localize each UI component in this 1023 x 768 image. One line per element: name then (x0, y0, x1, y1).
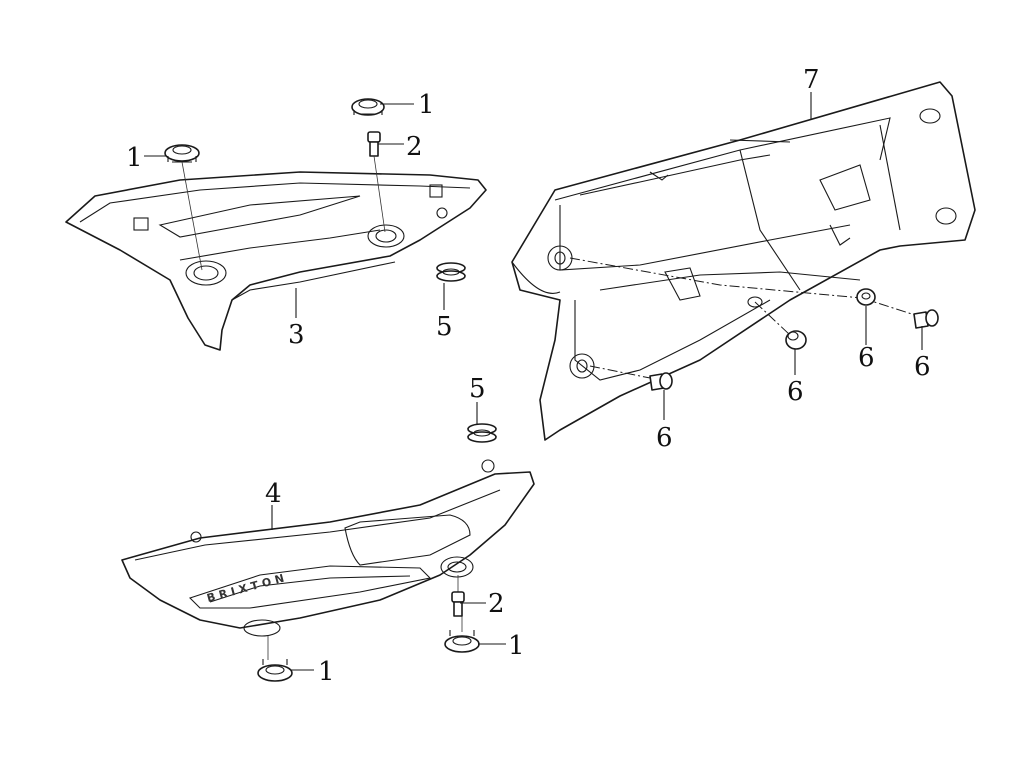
callout-cap-bottom-left: 1 (318, 657, 335, 687)
callout-fastener-c: 6 (656, 423, 673, 453)
callout-fastener-a: 6 (858, 343, 875, 373)
bolt-bottom (451, 591, 465, 617)
fastener-a (856, 288, 876, 306)
cap-top (351, 98, 385, 116)
fastener-b (785, 330, 807, 350)
callout-cap-bottom-right: 1 (508, 631, 525, 661)
cap-bottom-left (257, 659, 293, 682)
bolt-top (367, 131, 381, 157)
callout-grommet-middle: 5 (469, 374, 486, 404)
callout-bolt-top: 2 (406, 132, 423, 162)
cap-left (164, 144, 200, 163)
cap-bottom-right (444, 630, 480, 653)
callout-cap-left: 1 (126, 143, 143, 173)
callout-fastener-d: 6 (914, 352, 931, 382)
callout-fastener-b: 6 (787, 377, 804, 407)
callout-grommet-top: 5 (436, 312, 453, 342)
callout-rear-tray: 7 (803, 65, 820, 95)
rear-tray (511, 81, 976, 441)
callout-side-cover-left: 4 (265, 479, 282, 509)
callout-side-cover-right: 3 (288, 320, 305, 350)
callout-bolt-bottom: 2 (488, 589, 505, 619)
side-cover-right (65, 171, 487, 351)
side-cover-left: BRIXTON (121, 459, 535, 637)
callout-cap-top: 1 (418, 90, 435, 120)
grommet-top (436, 262, 466, 282)
grommet-middle (467, 423, 497, 443)
fastener-d (913, 309, 939, 329)
fastener-c (649, 372, 673, 391)
